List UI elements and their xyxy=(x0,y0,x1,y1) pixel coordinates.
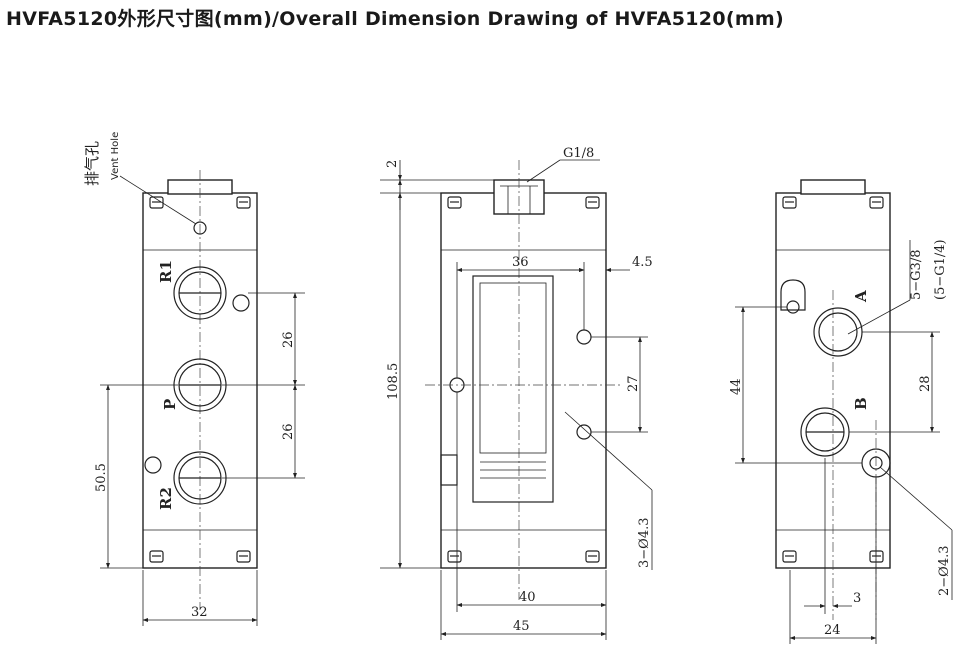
dim-32: 32 xyxy=(191,605,208,620)
middle-body xyxy=(440,192,607,569)
middle-view: G1/8 2 108.5 xyxy=(380,146,653,640)
dim-44: 44 xyxy=(729,378,744,395)
thread-5-g14: (5−G1/4) xyxy=(933,239,948,300)
dim-50-5: 50.5 xyxy=(94,463,109,492)
port-r2-label: R2 xyxy=(157,487,175,510)
vent-hole-label-cn: 排气孔 xyxy=(83,141,101,186)
mount-hole-upper xyxy=(232,294,250,312)
dim-27: 27 xyxy=(626,375,641,392)
dim-45: 45 xyxy=(513,619,530,634)
thread-g18: G1/8 xyxy=(563,146,594,161)
middle-corner-screws xyxy=(447,196,600,563)
dim-24: 24 xyxy=(824,623,841,638)
dim-28: 28 xyxy=(918,375,933,392)
dim-4-5: 4.5 xyxy=(632,255,653,270)
dim-26-upper: 26 xyxy=(281,331,296,348)
dim-40: 40 xyxy=(519,590,536,605)
port-r1-label: R1 xyxy=(157,260,175,283)
port-a-label: A xyxy=(852,290,870,303)
drawing-title: HVFA5120外形尺寸图(mm)/Overall Dimension Draw… xyxy=(6,8,785,30)
left-view: 排气孔 Vent Hole R1 P R2 26 26 xyxy=(83,132,305,626)
vent-hole xyxy=(193,221,207,235)
coil-window-inner xyxy=(479,282,547,454)
holes-3-d43: 3−Ø4.3 xyxy=(637,518,652,569)
holes-2-d43: 2−Ø4.3 xyxy=(937,546,952,597)
mount-hole-lower xyxy=(144,456,162,474)
dim-26-lower: 26 xyxy=(281,423,296,440)
dim-108-5: 108.5 xyxy=(386,363,401,400)
port-b-label: B xyxy=(852,397,870,410)
mount-lug-upper xyxy=(780,279,806,311)
dim-2: 2 xyxy=(385,160,400,168)
dim-3: 3 xyxy=(853,591,861,606)
left-corner-screws xyxy=(149,196,251,563)
right-view: A B 5−G3/8 (5−G1/4) 44 28 2−Ø4.3 3 xyxy=(729,179,953,644)
dim-36: 36 xyxy=(512,255,529,270)
vent-hole-label-en: Vent Hole xyxy=(110,132,121,180)
port-p-label: P xyxy=(161,399,179,410)
thread-5-g38: 5−G3/8 xyxy=(909,250,924,300)
coil-window-outer xyxy=(472,275,554,503)
right-top-boss xyxy=(800,179,866,195)
port-r1 xyxy=(173,266,227,320)
left-body xyxy=(142,192,258,569)
right-corner-screws xyxy=(782,196,884,563)
